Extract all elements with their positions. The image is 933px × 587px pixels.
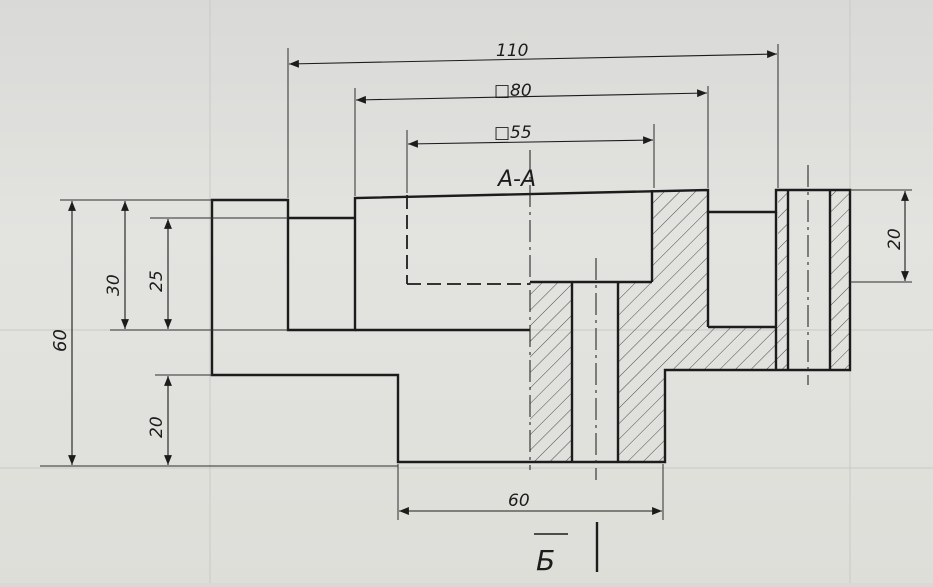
dim-text-square-55: □55 bbox=[494, 123, 532, 143]
dim-text-60-vertical: 60 bbox=[50, 329, 71, 352]
part-outline bbox=[210, 188, 852, 464]
dim-text-square-80: □80 bbox=[494, 81, 532, 101]
dimension-lines bbox=[68, 50, 909, 515]
extension-lines bbox=[40, 44, 912, 520]
dim-text-20-right: 20 bbox=[885, 228, 905, 250]
dim-line-55 bbox=[407, 136, 654, 148]
view-label: Б bbox=[536, 544, 555, 577]
dim-text-60-horizontal: 60 bbox=[508, 491, 530, 511]
dim-line-80 bbox=[355, 89, 708, 104]
dim-text-20-left: 20 bbox=[147, 416, 167, 438]
view-marker: Б bbox=[534, 522, 599, 577]
dim-line-110 bbox=[288, 50, 778, 68]
hidden-lines bbox=[406, 195, 530, 285]
center-lines bbox=[529, 150, 809, 480]
section-hatching bbox=[530, 190, 850, 462]
dim-text-25: 25 bbox=[147, 270, 167, 292]
section-label: A-A bbox=[496, 167, 536, 192]
dim-text-30: 30 bbox=[104, 274, 124, 296]
dim-text-110: 110 bbox=[496, 41, 528, 61]
